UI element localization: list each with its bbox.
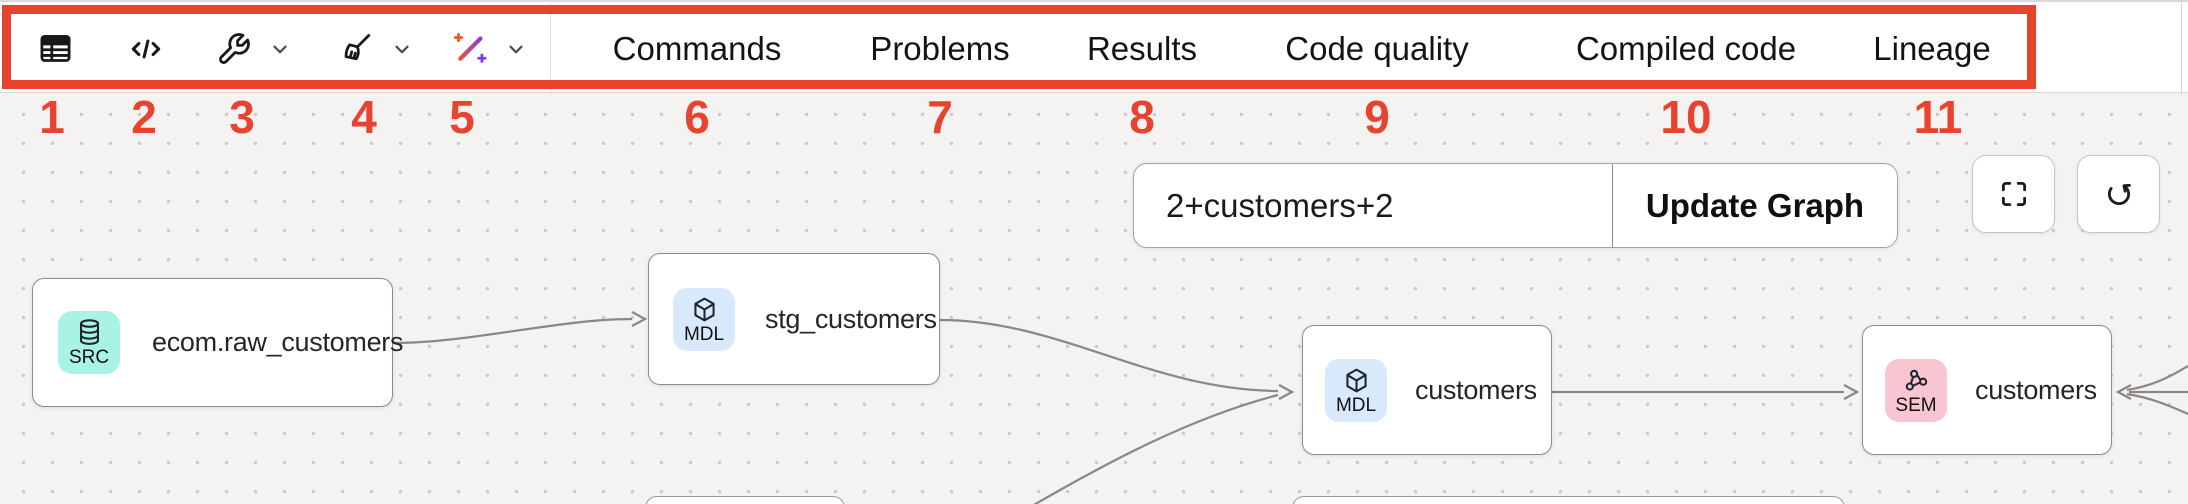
chevron-down-icon — [395, 45, 409, 53]
cube-icon — [1345, 368, 1367, 392]
tab-code-quality[interactable]: Code quality — [1285, 29, 1469, 67]
node-label: customers — [1975, 374, 2097, 405]
lineage-node-customers-semantic[interactable]: SEM customers — [1862, 325, 2112, 455]
fullscreen-button[interactable] — [1972, 155, 2055, 233]
lineage-node-raw-customers[interactable]: SRC ecom.raw_customers — [32, 278, 403, 407]
node-label: stg_customers — [765, 303, 937, 334]
ai-assist-button[interactable] — [452, 2, 527, 95]
code-button[interactable] — [127, 2, 165, 95]
database-icon — [79, 319, 99, 345]
code-icon — [131, 39, 161, 58]
refresh-icon — [2107, 183, 2131, 206]
build-tool-button[interactable] — [216, 2, 291, 95]
broom-icon — [344, 34, 371, 61]
chevron-down-icon — [509, 45, 523, 53]
refresh-button[interactable] — [2077, 155, 2160, 233]
wrench-icon — [219, 33, 250, 64]
tab-lineage[interactable]: Lineage — [1873, 29, 1991, 67]
panel-edge-line — [2181, 2, 2182, 95]
chevron-down-icon — [273, 45, 287, 53]
cube-icon — [693, 297, 715, 321]
magic-wand-icon — [453, 32, 487, 63]
tab-results[interactable]: Results — [1086, 29, 1198, 67]
tab-problems[interactable]: Problems — [870, 29, 1010, 67]
node-type-badge: SEM — [1885, 358, 1947, 422]
tab-commands[interactable]: Commands — [612, 29, 782, 67]
node-label: ecom.raw_customers — [152, 327, 404, 357]
node-type-badge: MDL — [673, 287, 735, 351]
node-type-badge: SRC — [58, 311, 120, 374]
node-label: customers — [1415, 374, 1537, 405]
toolbar: Commands Problems Results Code quality C… — [0, 0, 2188, 95]
model-selector-input[interactable]: 2+customers+2 — [1134, 164, 1613, 247]
table-view-button[interactable] — [37, 2, 74, 95]
node-type-label: SEM — [1895, 394, 1937, 416]
update-graph-button[interactable]: Update Graph — [1645, 186, 1865, 224]
table-icon — [40, 35, 71, 62]
toolbar-divider — [550, 2, 551, 95]
lineage-node-stg-customers[interactable]: MDL stg_customers — [648, 253, 940, 385]
tab-compiled-code[interactable]: Compiled code — [1575, 29, 1797, 67]
lineage-node-partial[interactable] — [645, 496, 845, 504]
node-type-label: SRC — [68, 347, 110, 368]
node-type-label: MDL — [683, 323, 725, 345]
clean-button[interactable] — [338, 2, 413, 95]
semantic-network-icon — [1905, 369, 1927, 391]
fullscreen-icon — [2001, 181, 2026, 207]
node-type-label: MDL — [1335, 394, 1377, 416]
model-selector: 2+customers+2 Update Graph — [1133, 163, 1898, 248]
lineage-node-customers-model[interactable]: MDL customers — [1302, 325, 1552, 455]
lineage-node-partial[interactable] — [1292, 496, 1845, 504]
node-type-badge: MDL — [1325, 358, 1387, 422]
